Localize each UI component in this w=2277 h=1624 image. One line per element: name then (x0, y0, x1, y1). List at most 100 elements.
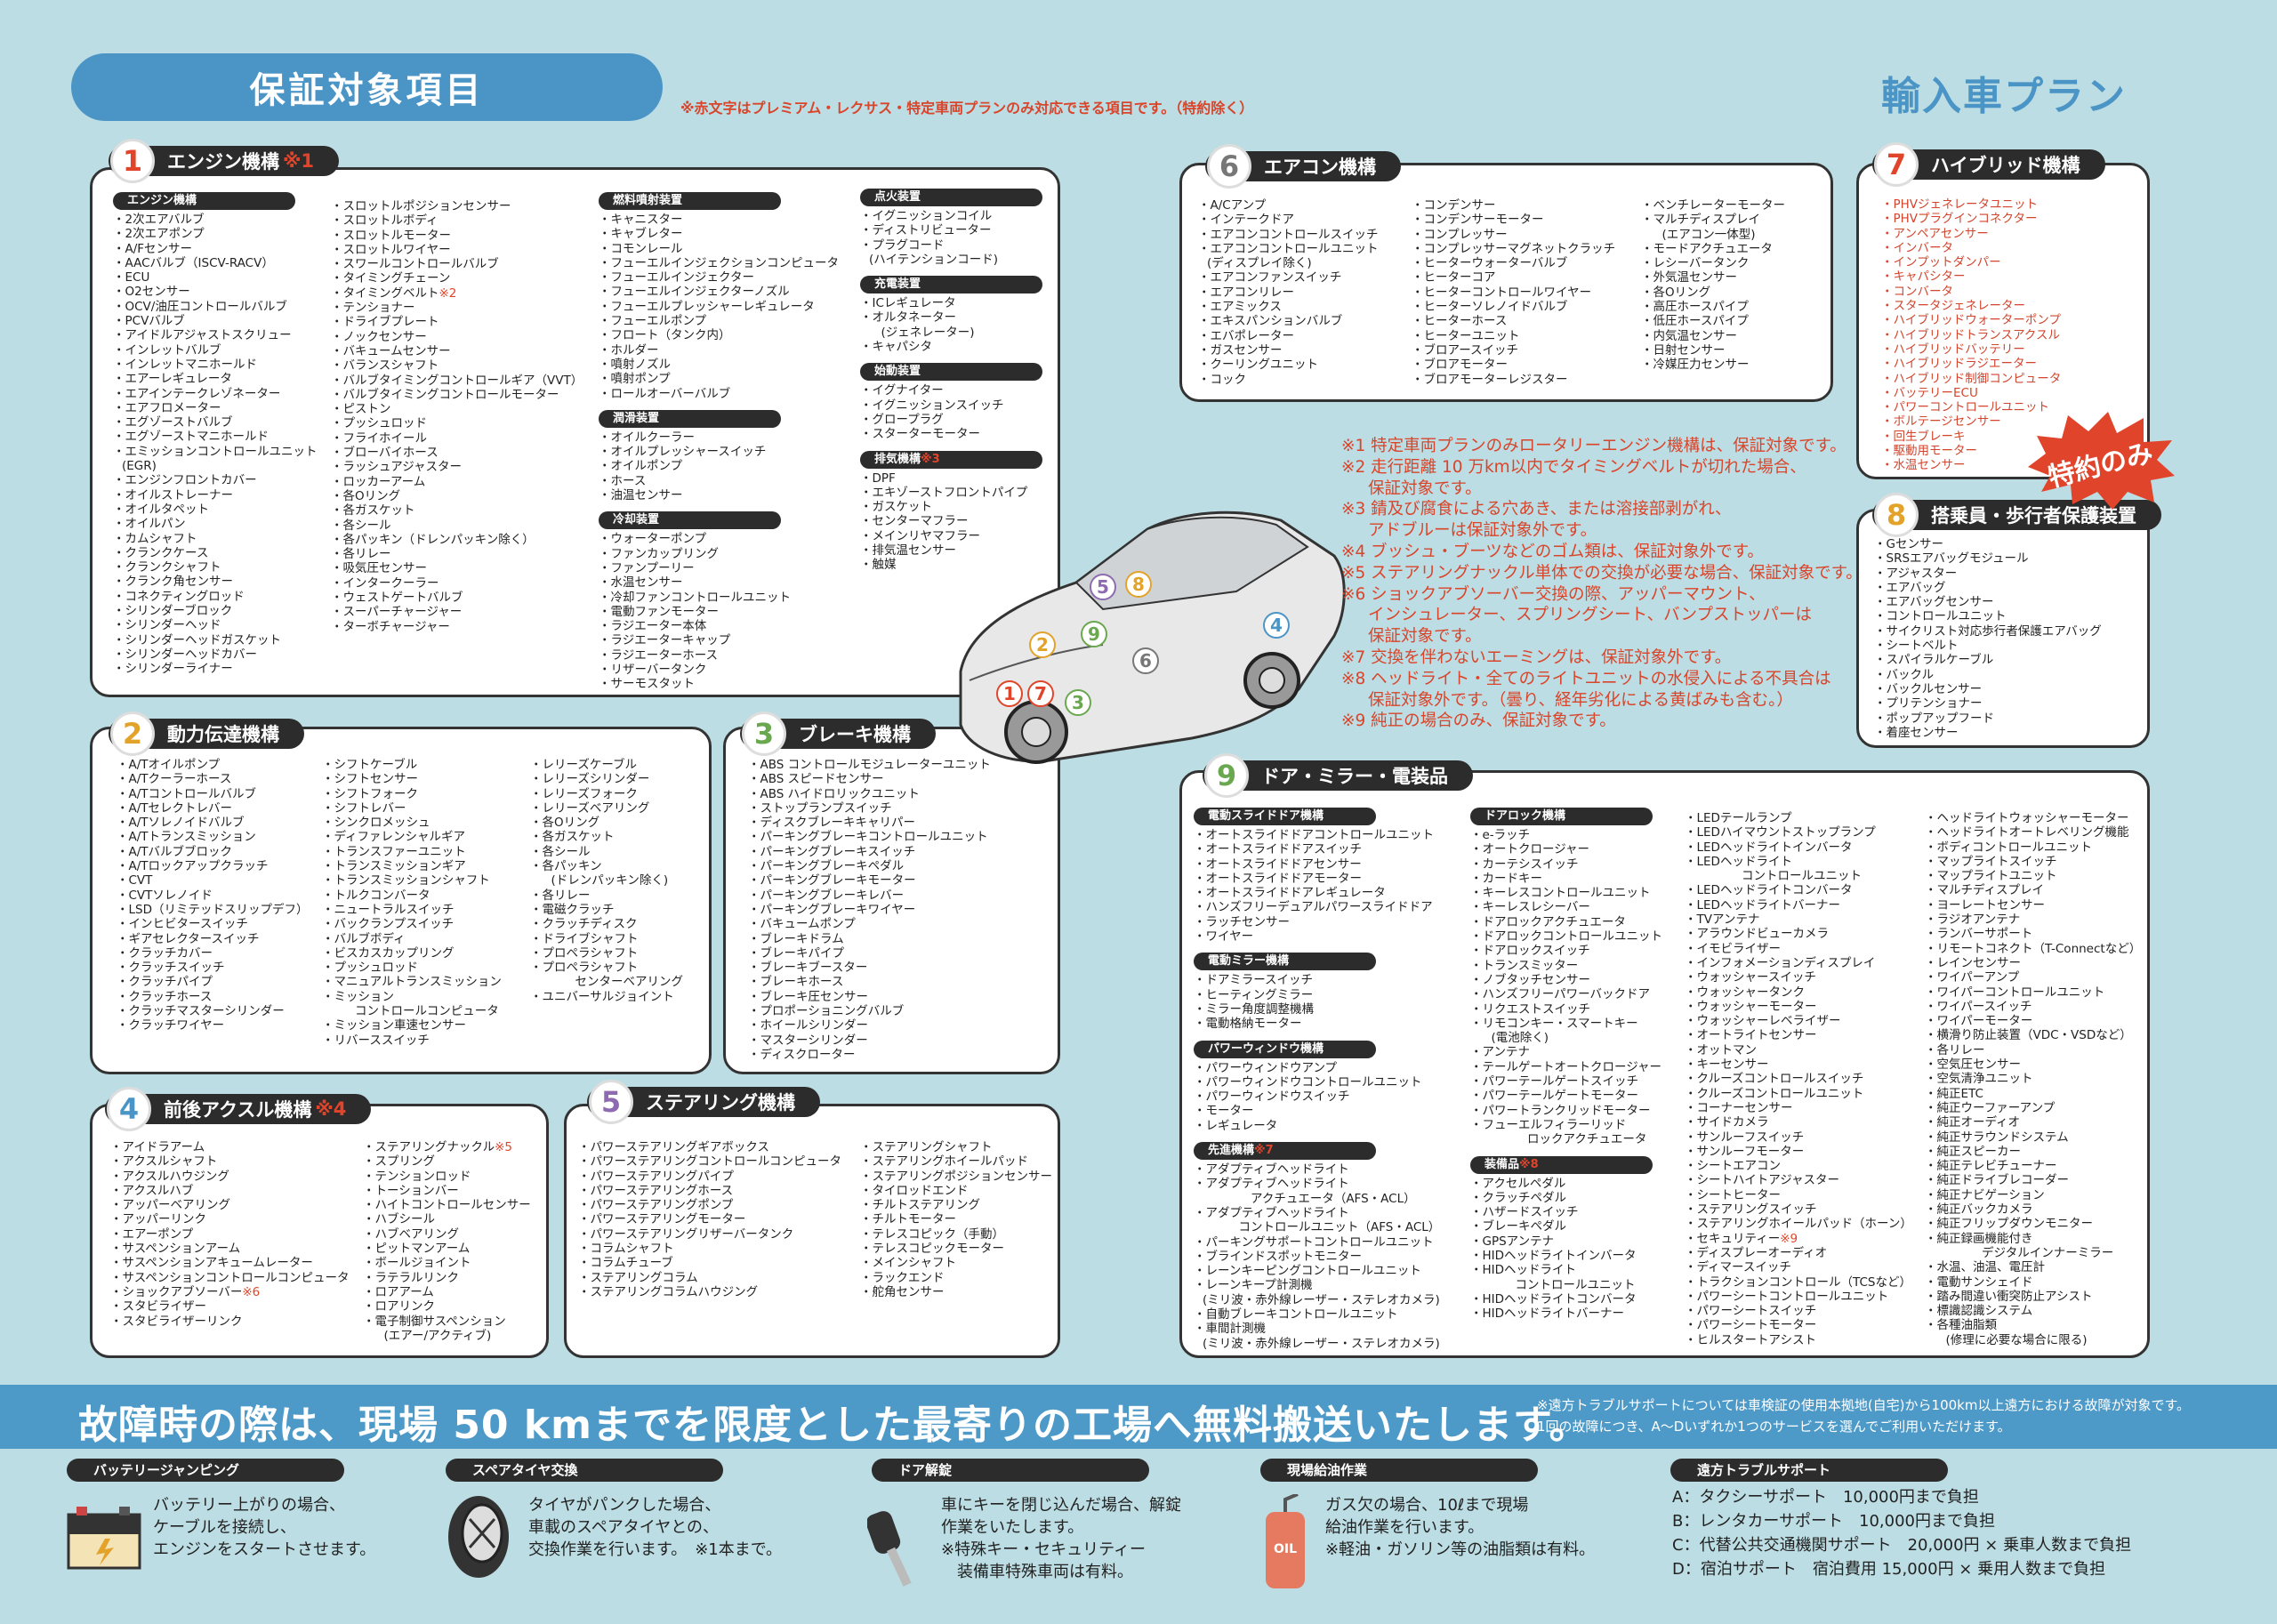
list-item: ・カーテシスイッチ (1470, 856, 1579, 872)
list-item: ・エアバッグ (1874, 580, 1946, 595)
list-item: ・リモートコネクト（T-Connectなど） (1925, 941, 2142, 956)
section-number: 8 (1874, 493, 1919, 537)
list-item: ・シリンダーヘッド (113, 618, 221, 633)
list-item: ・メインリヤマフラー (860, 528, 980, 543)
item-group: 充電装置・ICレギュレータ・オルタネーター (ジェネレーター)・キャパシタ (860, 276, 1042, 354)
list-item: ・フューエルポンプ (599, 314, 707, 329)
list-item: ・パーキングブレーキコントロールユニット (748, 830, 988, 845)
list-item: ・レインセンサー (1925, 955, 2021, 970)
list-item: ・インヒビタースイッチ (117, 917, 248, 932)
list-item: ・バルブタイミングコントロールモーター (331, 387, 559, 402)
svg-text:3: 3 (1072, 692, 1084, 713)
list-item: ・クランクシャフト (113, 560, 221, 575)
list-item: ・ヨーレートセンサー (1925, 897, 2045, 912)
list-item: ・パワーウィンドウスイッチ (1194, 1089, 1350, 1105)
list-item: ・パワーステアリングパイプ (578, 1169, 734, 1184)
list-item: ・PCVバルブ (113, 314, 185, 329)
list-item: ・インタークーラー (331, 575, 439, 591)
svg-text:OIL: OIL (1274, 1542, 1297, 1556)
group-heading: 排気機構※3 (860, 450, 1042, 469)
list-item: ・ラッシュアジャスター (331, 460, 463, 475)
list-item: ・リザーバータンク (599, 663, 707, 678)
list-item: ・パワーシートコントロールユニット (1685, 1289, 1889, 1304)
item-column: ・コンデンサー・コンデンサーモーター・コンプレッサー・コンプレッサーマグネットク… (1412, 198, 1615, 396)
svg-text:1: 1 (1003, 683, 1016, 704)
list-item: ・エアコンリレー (1198, 285, 1294, 300)
list-item: ・マップライトスイッチ (1925, 854, 2057, 869)
list-item: ・標識認識システム (1925, 1304, 2033, 1319)
list-item: ・ワイパーコントロールユニット (1925, 985, 2105, 1000)
group-heading: 充電装置 (860, 276, 1042, 294)
list-item: ・ヒーターユニット (1412, 328, 1520, 343)
list-item: ・シートヒーター (1685, 1187, 1781, 1202)
list-item: ・オイルパン (113, 517, 186, 532)
svg-text:4: 4 (1270, 615, 1283, 636)
list-item: ・シフトフォーク (322, 786, 418, 801)
item-column: ・ABS コントロールモジュレーターユニット・ABS スピードセンサー・ABS … (748, 758, 991, 1071)
list-item: ・ドアロックスイッチ (1470, 944, 1590, 959)
item-group: ・アイドラアーム・アクスルシャフト・アクスルハウジング・アクスルハブ・アッパーベ… (110, 1140, 350, 1329)
list-item: ・ステアリングホイールパッド (860, 1154, 1028, 1170)
section-number: 4 (107, 1087, 151, 1131)
list-item: ・パワーステアリングギアボックス (578, 1140, 769, 1154)
list-item: ・空気清浄ユニット (1925, 1072, 2033, 1087)
list-item: ・パワーステアリングコントロールコンピュータ (578, 1154, 842, 1170)
list-item: ・インフォメーションディスプレイ (1685, 955, 1876, 970)
list-item: ・ステアリングホイールパッド（ホーン） (1685, 1217, 1912, 1232)
list-item: ・アイドルアジャストスクリュー (113, 328, 292, 343)
list-item: ・コラムシャフト (578, 1242, 674, 1257)
list-item: ・内気温センサー (1641, 328, 1737, 343)
item-column: 燃料噴射装置・キャニスター・キャブレター・コモンレール・フューエルインジェクショ… (599, 189, 839, 701)
section-number: 3 (742, 712, 786, 756)
list-item: ・Gセンサー (1874, 537, 1943, 551)
list-item: ・プロペラシャフト (530, 945, 639, 961)
list-item: ・エアバッグセンサー (1874, 595, 1994, 610)
list-item: ・タイミングチェーン (331, 271, 451, 286)
list-item: ・A/Tクーラーホース (117, 772, 232, 787)
list-item: ・ラックエンド (860, 1270, 945, 1285)
list-item: ・パーキングブレーキワイヤー (748, 902, 916, 917)
list-item: ・ヒーターコントロールワイヤー (1412, 285, 1592, 300)
item-group: ・ステアリングシャフト・ステアリングホイールパッド・ステアリングポジションセンサ… (860, 1140, 1052, 1299)
list-item: ・ミラー角度調整機構 (1194, 1001, 1314, 1017)
list-item: ・ブレーキドラム (748, 931, 844, 946)
list-item: ・プリテンショナー (1874, 696, 1983, 712)
list-item: ・エアーポンプ (110, 1226, 194, 1242)
list-item: ・パワーステアリングリザーバータンク (578, 1226, 794, 1242)
item-column: ・ヘッドライトウォッシャーモーター・ヘッドライトオートレベリング機能・ボディコン… (1925, 811, 2141, 1356)
list-item: ・クラッチワイヤー (117, 1018, 225, 1033)
list-item: ・キャパシタ (860, 340, 932, 355)
list-item: ・電動格納モーター (1194, 1017, 1302, 1032)
list-item: ・ハブベアリング (363, 1226, 459, 1242)
list-item: ・サンルーフスイッチ (1685, 1130, 1805, 1145)
list-item: ・テンショナー (331, 301, 415, 316)
item-column: 電動スライドドア機構・オートスライドドアコントロールユニット・オートスライドドア… (1194, 804, 1440, 1360)
list-item: ・電動サンシェイド (1925, 1274, 2033, 1290)
list-item: ・ガスケット (860, 500, 932, 515)
list-item: ・ハイブリッドウォーターポンプ (1881, 313, 2061, 328)
list-item: ・エキスパンションバルブ (1198, 314, 1343, 329)
svg-text:9: 9 (1088, 623, 1100, 645)
car-badge: 2 (1029, 631, 1056, 658)
list-item: ・ホルダー (599, 342, 659, 358)
list-item: ・ピットマンアーム (363, 1242, 471, 1257)
list-item: ・サスペンションコントロールコンピュータ (110, 1270, 350, 1285)
list-item: ・プラグコード (ハイテンションコード) (860, 237, 998, 267)
list-item: ・純正スピーカー (1925, 1144, 2021, 1159)
list-item: ・ワイパーモーター (1925, 1014, 2033, 1029)
list-item: ・パワーステアリングホース (578, 1183, 734, 1198)
item-group: ・A/Cアンプ・インテークドア・エアコンコントロールスイッチ・エアコンコントロー… (1198, 198, 1379, 387)
transport-banner-text: 故障時の際は、現場 50 kmまでを限度とした最寄りの工場へ無料搬送いたします。 (78, 1403, 1589, 1448)
list-item: ・セキュリティー※9 (1685, 1231, 1798, 1246)
item-group: ・ステアリングナックル※5・スプリング・テンションロッド・トーションバー・ハイト… (363, 1140, 531, 1343)
list-item: ・コネクティングロッド (113, 589, 245, 604)
list-item: ・フューエルインジェクター (599, 270, 754, 285)
list-item: ・ドアロックコントロールユニット (1470, 929, 1662, 945)
list-item: ・ハイブリッドラジエーター (1881, 357, 2037, 372)
footnotes: ※1 特定車両プランのみロータリーエンジン機構は、保証対象です。※2 走行距離 … (1341, 436, 1863, 732)
list-item: ・各パッキン (ドレンパッキン除く) (530, 859, 669, 888)
item-group: ・コンデンサー・コンデンサーモーター・コンプレッサー・コンプレッサーマグネットク… (1412, 198, 1615, 387)
list-item: ・ラッチセンサー (1194, 914, 1290, 929)
list-item: ・冷媒圧力センサー (1641, 358, 1750, 373)
section-number: 6 (1207, 144, 1251, 189)
